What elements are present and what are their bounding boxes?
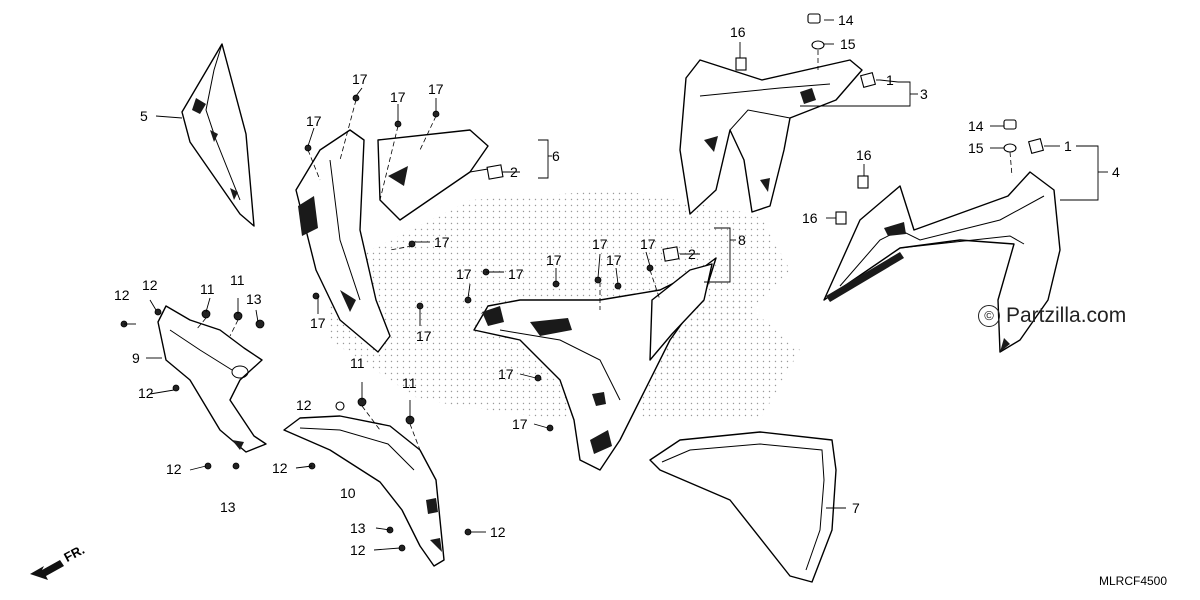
callout-17[interactable]: 17 (416, 328, 432, 344)
part-16-clip-a[interactable] (857, 175, 869, 189)
callout-15[interactable]: 15 (840, 36, 856, 52)
partzilla-watermark: © Partzilla.com (978, 304, 1126, 328)
callout-17[interactable]: 17 (606, 252, 622, 268)
copyright-icon: © (978, 305, 1000, 327)
part-6-inner-bracket[interactable] (295, 129, 497, 353)
callout-17[interactable]: 17 (592, 236, 608, 252)
callout-1[interactable]: 1 (886, 72, 894, 88)
part-3-upper-cover[interactable] (679, 59, 863, 215)
callout-1[interactable]: 1 (1064, 138, 1072, 154)
front-arrow-icon (30, 560, 64, 580)
callout-14[interactable]: 14 (968, 118, 984, 134)
part-15-washer-top[interactable] (811, 40, 825, 50)
callout-17[interactable]: 17 (508, 266, 524, 282)
callout-17[interactable]: 17 (352, 71, 368, 87)
part-10-lower-panel[interactable] (283, 415, 445, 567)
part-1-rubber-top[interactable] (859, 71, 877, 89)
callout-12[interactable]: 12 (142, 277, 158, 293)
callout-17[interactable]: 17 (640, 236, 656, 252)
callout-2[interactable]: 2 (688, 246, 696, 262)
callout-7[interactable]: 7 (852, 500, 860, 516)
callout-11[interactable]: 11 (200, 281, 215, 297)
callout-6[interactable]: 6 (552, 148, 560, 164)
part-7-panel[interactable] (649, 431, 837, 583)
callout-17[interactable]: 17 (428, 81, 444, 97)
callout-9[interactable]: 9 (132, 350, 140, 366)
callout-13[interactable]: 13 (246, 291, 262, 307)
callout-17[interactable]: 17 (456, 266, 472, 282)
part-15-washer-right[interactable] (1003, 143, 1017, 153)
callout-17[interactable]: 17 (390, 89, 406, 105)
callout-17[interactable]: 17 (546, 252, 562, 268)
callout-labels: 5 17 17 17 17 6 2 17 17 17 16 14 15 1 3 … (114, 12, 1120, 558)
part-16-clip-top[interactable] (735, 57, 747, 71)
callout-15[interactable]: 15 (968, 140, 984, 156)
callout-12[interactable]: 12 (114, 287, 130, 303)
callout-17[interactable]: 17 (512, 416, 528, 432)
front-label: FR. (61, 542, 87, 565)
callout-17[interactable]: 17 (310, 315, 326, 331)
callout-4[interactable]: 4 (1112, 164, 1120, 180)
callout-12[interactable]: 12 (166, 461, 182, 477)
callout-5[interactable]: 5 (140, 108, 148, 124)
watermark-text: Partzilla.com (1006, 304, 1127, 327)
callout-16[interactable]: 16 (802, 210, 818, 226)
callout-17[interactable]: 17 (434, 234, 450, 250)
part-1-rubber-right[interactable] (1027, 137, 1045, 155)
part-14-screw-top[interactable] (807, 13, 821, 24)
diagram-code: MLRCF4500 (1099, 574, 1168, 588)
callout-14[interactable]: 14 (838, 12, 854, 28)
callout-13[interactable]: 13 (220, 499, 236, 515)
callout-12[interactable]: 12 (350, 542, 366, 558)
part-2-rubber-right[interactable] (662, 246, 680, 262)
callout-3[interactable]: 3 (920, 86, 928, 102)
leader-lines (124, 19, 1108, 551)
part-8-front-cowl[interactable] (473, 257, 717, 471)
callout-16[interactable]: 16 (730, 24, 746, 40)
part-5-upper-side-cover[interactable] (181, 43, 255, 227)
callout-2[interactable]: 2 (510, 164, 518, 180)
callout-17[interactable]: 17 (498, 366, 514, 382)
part-4-side-cowl[interactable] (823, 171, 1061, 353)
callout-16[interactable]: 16 (856, 147, 872, 163)
part-9-lower-bracket[interactable] (157, 305, 267, 453)
part-16-clip-b[interactable] (835, 211, 847, 225)
callout-8[interactable]: 8 (738, 232, 746, 248)
callout-17[interactable]: 17 (306, 113, 322, 129)
callout-11[interactable]: 11 (402, 375, 417, 391)
callout-12[interactable]: 12 (490, 524, 506, 540)
callout-10[interactable]: 10 (340, 485, 356, 501)
callout-13[interactable]: 13 (350, 520, 366, 536)
front-direction-indicator: FR. (30, 542, 87, 580)
callout-11[interactable]: 11 (230, 272, 245, 288)
part-14-screw-right[interactable] (1003, 119, 1017, 130)
callout-12[interactable]: 12 (296, 397, 312, 413)
callout-12[interactable]: 12 (272, 460, 288, 476)
part-2-rubber-left[interactable] (486, 164, 504, 180)
callout-12[interactable]: 12 (138, 385, 154, 401)
callout-11[interactable]: 11 (350, 355, 365, 371)
